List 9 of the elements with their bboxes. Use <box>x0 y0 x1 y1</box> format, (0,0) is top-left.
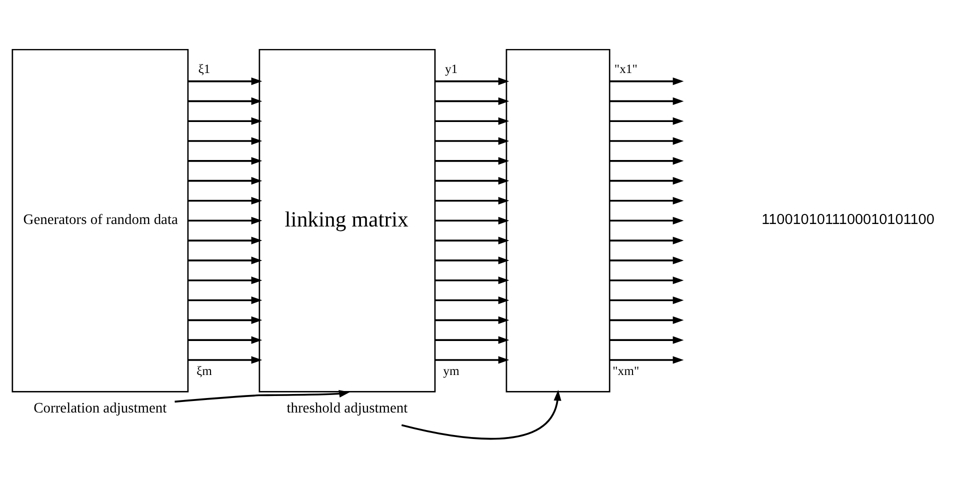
node-text: Correlation adjustment <box>34 400 167 416</box>
edge-label: "xm" <box>612 364 640 378</box>
edge-label: "x1" <box>614 62 638 76</box>
label: 1100101011100010101100 <box>762 212 934 228</box>
edge-label: ξm <box>196 364 212 378</box>
edge-label: y1 <box>444 62 458 76</box>
edge-label: ξ1 <box>198 62 210 76</box>
node-text: threshold adjustment <box>286 400 408 416</box>
edge-label: ym <box>443 364 460 378</box>
